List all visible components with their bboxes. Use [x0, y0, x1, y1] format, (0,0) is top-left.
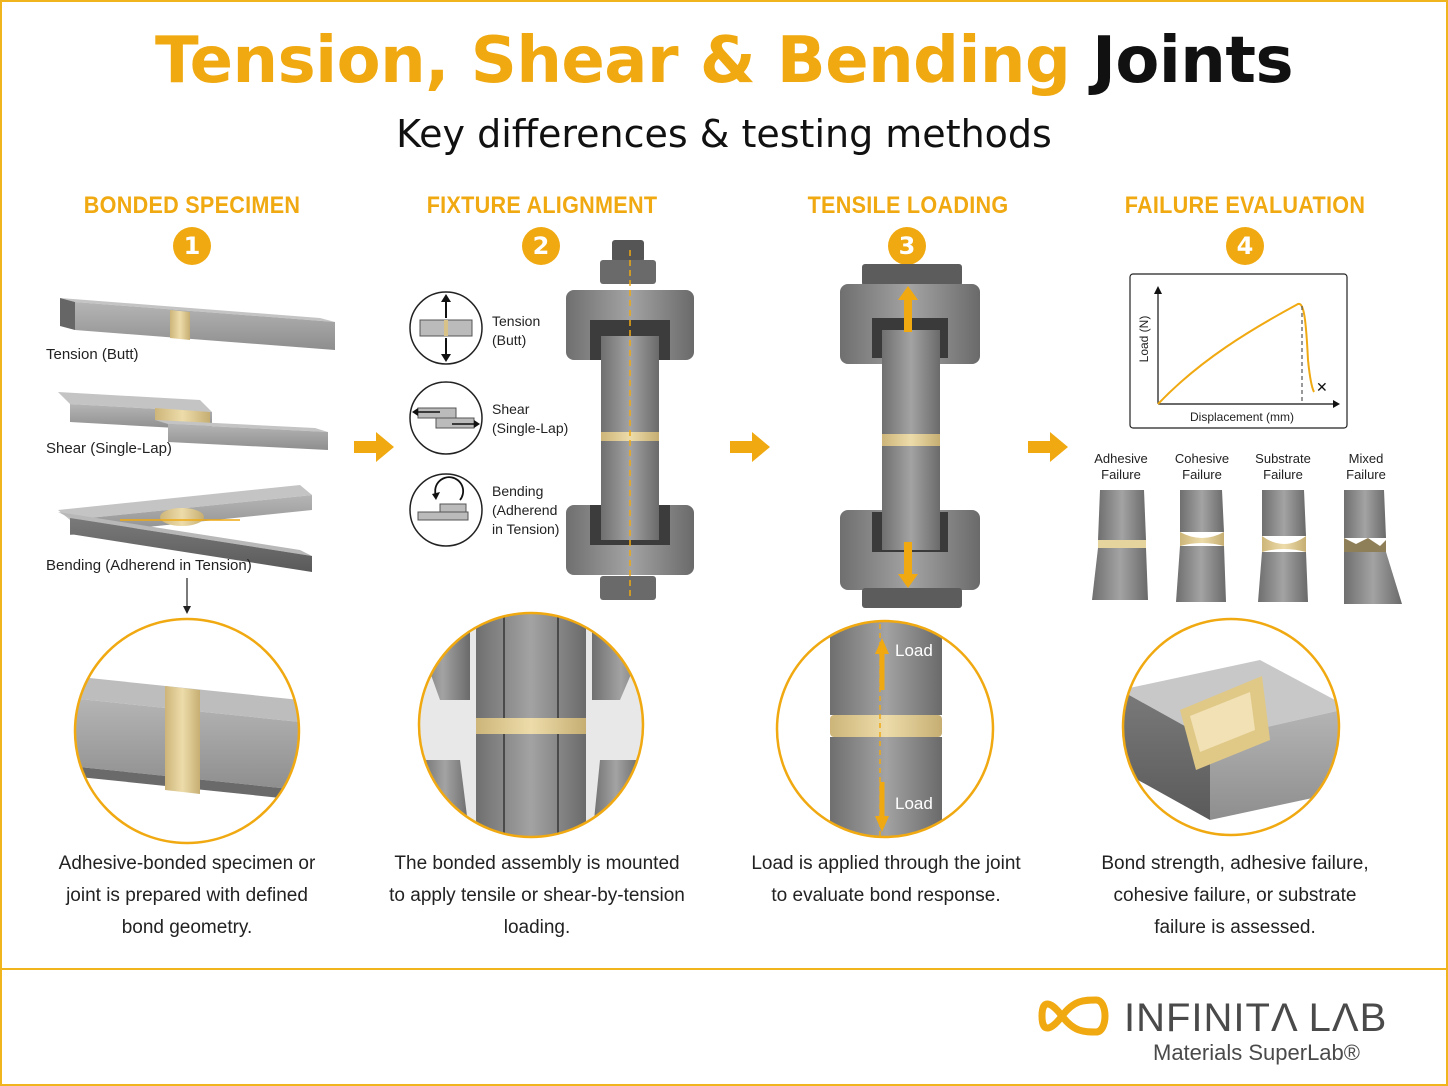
step-1-badge: 1: [173, 227, 211, 265]
failure-mark-icon: ✕: [1316, 379, 1328, 395]
alignment-fixture: [566, 240, 694, 600]
step-3-badge: 3: [888, 227, 926, 265]
step-4-heading: FAILURE EVALUATION: [1124, 192, 1366, 219]
title-accent: Tension, Shear & Bending: [154, 24, 1071, 98]
tension-butt-specimen: [60, 298, 335, 350]
fixture-label-shear: Shear(Single-Lap): [492, 401, 569, 436]
title-dark: Joints: [1092, 24, 1294, 98]
step-1-heading: BONDED SPECIMEN: [83, 192, 301, 219]
next-arrow-icon: [730, 432, 770, 462]
step-2-badge: 2: [522, 227, 560, 265]
fixture-icon-tension: [409, 291, 483, 365]
fixture-icon-shear: [409, 381, 483, 455]
step-3-heading: TENSILE LOADING: [807, 192, 1009, 219]
footer-divider: [2, 968, 1446, 970]
failure-specimen-mixed: [1344, 490, 1402, 604]
failure-specimen-substrate: [1258, 490, 1308, 602]
failure-specimen-adhesive: [1092, 490, 1148, 600]
bending-specimen: [58, 485, 312, 572]
loading-closeup: [775, 619, 995, 839]
bonded-joint-closeup: [73, 617, 301, 845]
load-label-top: Load: [895, 641, 933, 660]
page-title: Tension, Shear & Bending Joints: [0, 24, 1448, 98]
failure-closeup: [1121, 617, 1341, 837]
step-4-description: Bond strength, adhesive failure,cohesive…: [1101, 853, 1369, 938]
shear-lap-specimen: [58, 392, 328, 450]
fixture-label-tension: Tension(Butt): [492, 313, 541, 348]
fixture-closeup: [417, 611, 645, 839]
next-arrow-icon: [1028, 432, 1068, 462]
page-subtitle: Key differences & testing methods: [396, 112, 1052, 156]
load-displacement-graph: ✕: [1129, 273, 1348, 429]
load-label-bottom: Load: [895, 794, 933, 813]
specimen-label-bending: Bending (Adherend in Tension): [46, 557, 252, 574]
step-4-badge: 4: [1226, 227, 1264, 265]
specimen-label-tension: Tension (Butt): [46, 346, 139, 363]
fixture-icon-bending: [409, 473, 483, 547]
graph-ylabel: Load (N): [1137, 315, 1151, 363]
logo-tagline: Materials SuperLab®: [1153, 1040, 1360, 1065]
graph-xlabel: Displacement (mm): [1190, 410, 1295, 424]
next-arrow-icon: [354, 432, 394, 462]
failure-specimen-cohesive: [1176, 490, 1226, 602]
specimen-label-shear: Shear (Single-Lap): [46, 440, 172, 457]
logo-wordmark: INFINITΛ LΛB: [1124, 996, 1388, 1040]
step-2-heading: FIXTURE ALIGNMENT: [426, 192, 658, 219]
tensile-fixture: [840, 264, 980, 608]
infinity-logo-icon: [1038, 996, 1109, 1036]
